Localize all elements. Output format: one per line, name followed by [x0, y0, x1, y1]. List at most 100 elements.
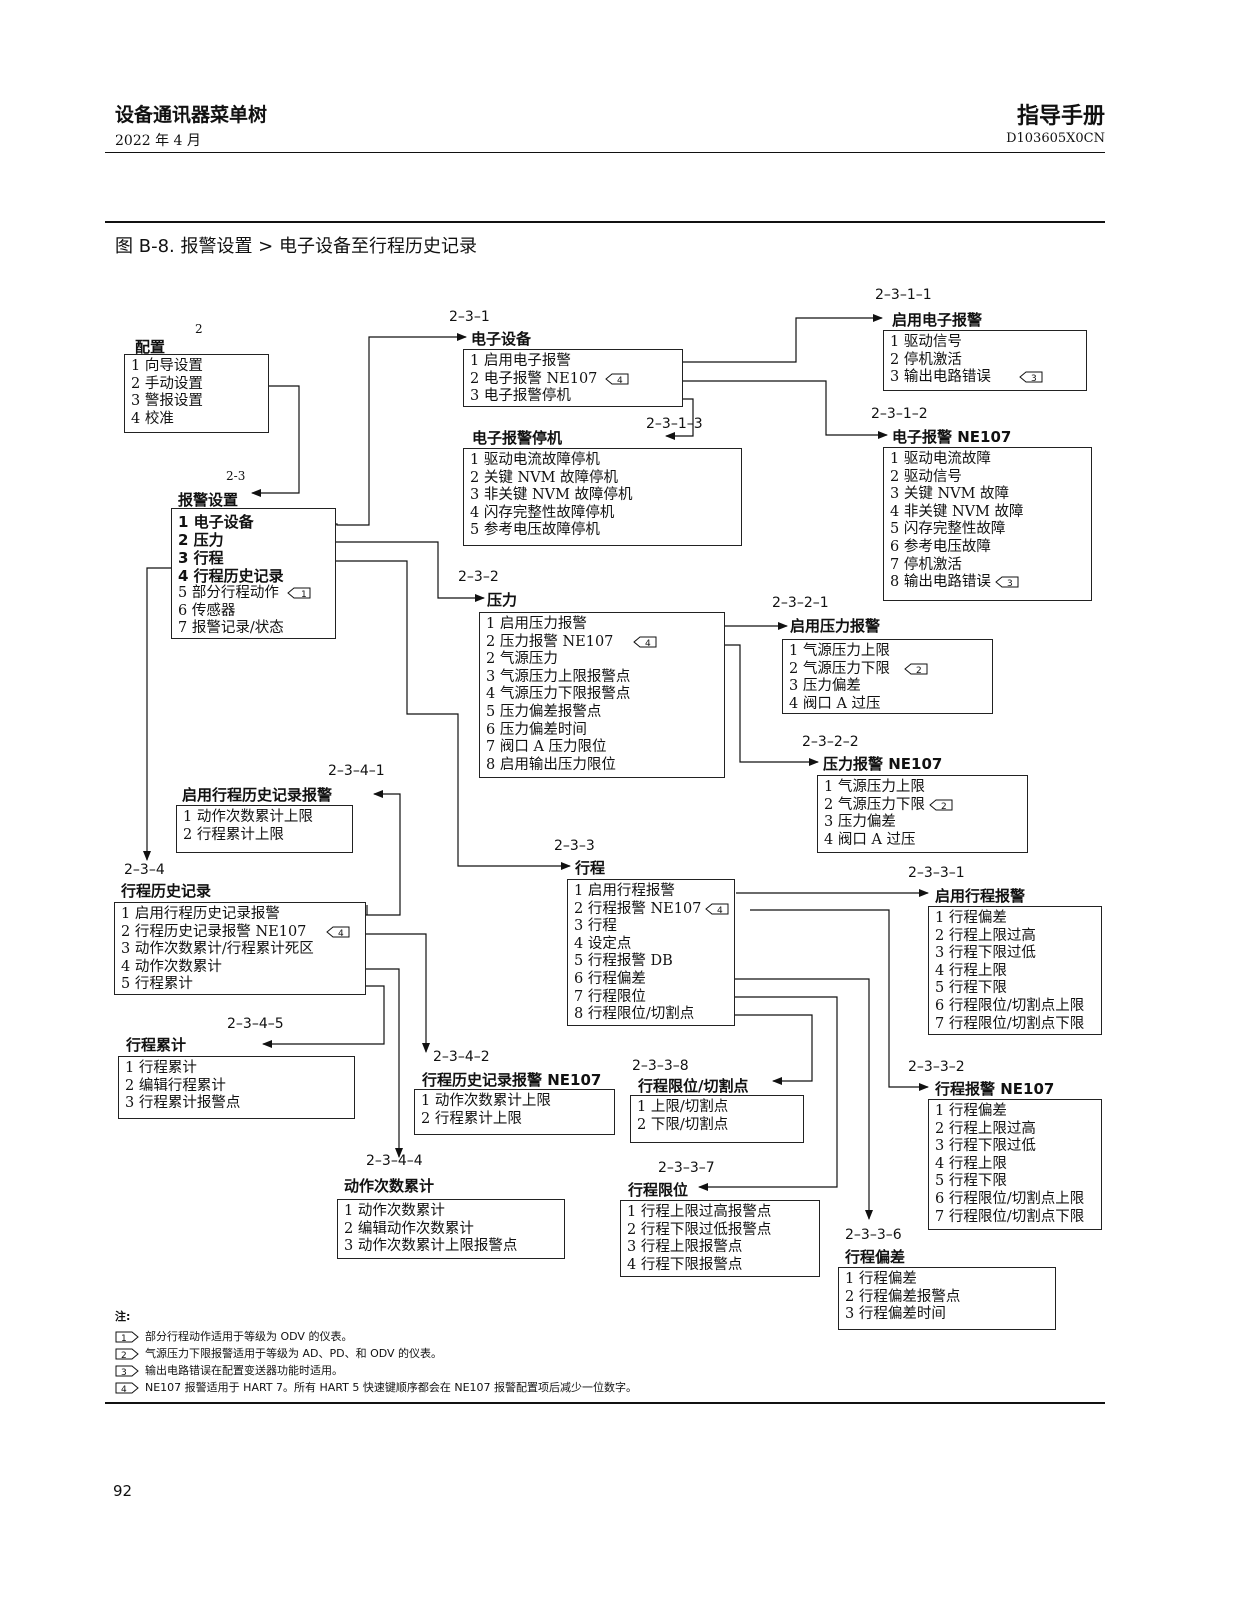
pressure-item[interactable]: 2 气源压力	[486, 651, 558, 668]
press-ne107-item[interactable]: 3 压力偏差	[824, 814, 896, 831]
config-item[interactable]: 2 手动设置	[131, 375, 203, 392]
electronics-item[interactable]: 1 启用电子报警	[470, 353, 571, 369]
pressure-item[interactable]: 7 阀口 A 压力限位	[486, 739, 607, 756]
elec-shutdown-item[interactable]: 3 非关键 NVM 故障停机	[470, 487, 633, 504]
hist-ne107-item[interactable]: 2 行程累计上限	[421, 1110, 522, 1127]
travel-ne107-item[interactable]: 7 行程限位/切割点下限	[935, 1208, 1085, 1225]
elec-ne107-item[interactable]: 7 停机激活	[890, 556, 962, 573]
enable-travel-alarm-item[interactable]: 4 行程上限	[935, 962, 1007, 979]
pressure-item[interactable]: 6 压力偏差时间	[486, 721, 587, 738]
elec-ne107-item[interactable]: 5 闪存完整性故障	[890, 521, 1006, 538]
alarm-setup-item-electronics[interactable]: 1 电子设备	[178, 513, 254, 531]
travel-ne107-item[interactable]: 5 行程下限	[935, 1173, 1007, 1190]
enable-press-alarm-item[interactable]: 1 气源压力上限	[789, 643, 890, 659]
enable-travel-alarm-item[interactable]: 1 行程偏差	[935, 910, 1007, 926]
travel-limit-item[interactable]: 2 行程下限过低报警点	[627, 1221, 772, 1238]
travel-item[interactable]: 7 行程限位	[574, 988, 646, 1005]
travel-history-item[interactable]: 4 动作次数累计	[121, 958, 222, 975]
elec-ne107-item[interactable]: 3 关键 NVM 故障	[890, 486, 1010, 503]
travel-limit-item[interactable]: 3 行程上限报警点	[627, 1239, 743, 1256]
pressure-item[interactable]: 8 启用输出压力限位	[486, 756, 616, 773]
travel-ne107-item[interactable]: 1 行程偏差	[935, 1103, 1007, 1119]
enable-press-alarm-item[interactable]: 4 阀口 A 过压	[789, 695, 881, 712]
travel-cutoff-item[interactable]: 1 上限/切割点	[637, 1099, 729, 1115]
hist-ne107-item[interactable]: 1 动作次数累计上限	[421, 1093, 551, 1109]
node-title-travel-deviation: 行程偏差	[845, 1248, 906, 1266]
elec-shutdown-item[interactable]: 4 闪存完整性故障停机	[470, 504, 615, 521]
press-ne107-item[interactable]: 4 阀口 A 过压	[824, 831, 916, 848]
cycle-count-item[interactable]: 3 动作次数累计上限报警点	[344, 1238, 518, 1255]
travel-accum-item[interactable]: 2 编辑行程累计	[125, 1077, 226, 1094]
enable-hist-alarm-item[interactable]: 1 动作次数累计上限	[183, 809, 313, 825]
elec-shutdown-item[interactable]: 1 驱动电流故障停机	[470, 452, 600, 468]
alarm-setup-item-record[interactable]: 7 报警记录/状态	[178, 620, 284, 637]
travel-limit-item[interactable]: 4 行程下限报警点	[627, 1256, 743, 1273]
pressure-item[interactable]: 5 压力偏差报警点	[486, 703, 602, 720]
travel-ne107-item[interactable]: 4 行程上限	[935, 1155, 1007, 1172]
travel-ne107-item[interactable]: 3 行程下限过低	[935, 1138, 1036, 1155]
travel-item[interactable]: 6 行程偏差	[574, 970, 646, 987]
enable-press-alarm-item[interactable]: 3 压力偏差	[789, 678, 861, 695]
travel-item[interactable]: 1 启用行程报警	[574, 883, 675, 899]
press-ne107-item[interactable]: 1 气源压力上限	[824, 779, 925, 795]
pressure-item[interactable]: 3 气源压力上限报警点	[486, 668, 631, 685]
travel-item[interactable]: 5 行程报警 DB	[574, 953, 673, 970]
config-item[interactable]: 1 向导设置	[131, 358, 203, 374]
travel-cutoff-item[interactable]: 2 下限/切割点	[637, 1116, 729, 1133]
enable-elec-alarm-item[interactable]: 1 驱动信号	[890, 334, 962, 350]
travel-deviation-item[interactable]: 1 行程偏差	[845, 1271, 917, 1287]
travel-history-item[interactable]: 5 行程累计	[121, 976, 193, 993]
cycle-count-item[interactable]: 2 编辑动作次数累计	[344, 1220, 474, 1237]
elec-ne107-item[interactable]: 4 非关键 NVM 故障	[890, 503, 1024, 520]
travel-ne107-item[interactable]: 6 行程限位/切割点上限	[935, 1190, 1085, 1207]
elec-ne107-item[interactable]: 6 参考电压故障	[890, 538, 991, 555]
travel-limit-item[interactable]: 1 行程上限过高报警点	[627, 1204, 772, 1220]
note-2-tag: 2	[904, 663, 928, 675]
enable-travel-alarm-item[interactable]: 6 行程限位/切割点上限	[935, 997, 1085, 1014]
travel-ne107-item[interactable]: 2 行程上限过高	[935, 1120, 1036, 1137]
enable-travel-alarm-item[interactable]: 7 行程限位/切割点下限	[935, 1015, 1085, 1032]
travel-accum-item[interactable]: 1 行程累计	[125, 1060, 197, 1076]
enable-elec-alarm-item[interactable]: 2 停机激活	[890, 351, 962, 368]
alarm-setup-item-pst-label: 5 部分行程动作	[178, 585, 279, 601]
travel-history-item[interactable]: 1 启用行程历史记录报警	[121, 906, 280, 922]
travel-item[interactable]: 8 行程限位/切割点	[574, 1006, 695, 1023]
travel-history-item[interactable]: 3 动作次数累计/行程累计死区	[121, 941, 314, 958]
node-title-pressure: 压力	[487, 591, 518, 609]
travel-accum-item[interactable]: 3 行程累计报警点	[125, 1095, 241, 1112]
travel-deviation-item[interactable]: 2 行程偏差报警点	[845, 1288, 961, 1305]
cycle-count-item[interactable]: 1 动作次数累计	[344, 1203, 445, 1219]
travel-deviation-item[interactable]: 3 行程偏差时间	[845, 1306, 946, 1323]
enable-travel-alarm-item[interactable]: 5 行程下限	[935, 980, 1007, 997]
alarm-setup-item-pressure[interactable]: 2 压力	[178, 531, 224, 549]
pressure-item[interactable]: 1 启用压力报警	[486, 616, 587, 632]
elec-shutdown-item[interactable]: 5 参考电压故障停机	[470, 522, 600, 539]
elec-ne107-item[interactable]: 2 驱动信号	[890, 468, 962, 485]
config-item[interactable]: 4 校准	[131, 410, 174, 427]
travel-item[interactable]: 3 行程	[574, 918, 617, 935]
alarm-setup-item-travel[interactable]: 3 行程	[178, 549, 224, 567]
electronics-item[interactable]: 3 电子报警停机	[470, 388, 571, 405]
travel-item[interactable]: 4 设定点	[574, 935, 632, 952]
config-item[interactable]: 3 警报设置	[131, 393, 203, 410]
pressure-item[interactable]: 4 气源压力下限报警点	[486, 686, 631, 703]
enable-travel-alarm-item[interactable]: 2 行程上限过高	[935, 927, 1036, 944]
enable-travel-alarm-item[interactable]: 3 行程下限过低	[935, 945, 1036, 962]
note-4-tag-num: 4	[645, 639, 651, 648]
elec-shutdown-item[interactable]: 2 关键 NVM 故障停机	[470, 469, 619, 486]
alarm-setup-item-history[interactable]: 4 行程历史记录	[178, 567, 284, 585]
node-title-elec-shutdown: 电子报警停机	[472, 429, 563, 447]
alarm-setup-item-sensor[interactable]: 6 传感器	[178, 602, 236, 619]
elec-ne107-item[interactable]: 1 驱动电流故障	[890, 451, 991, 467]
enable-hist-alarm-item[interactable]: 2 行程累计上限	[183, 826, 284, 843]
